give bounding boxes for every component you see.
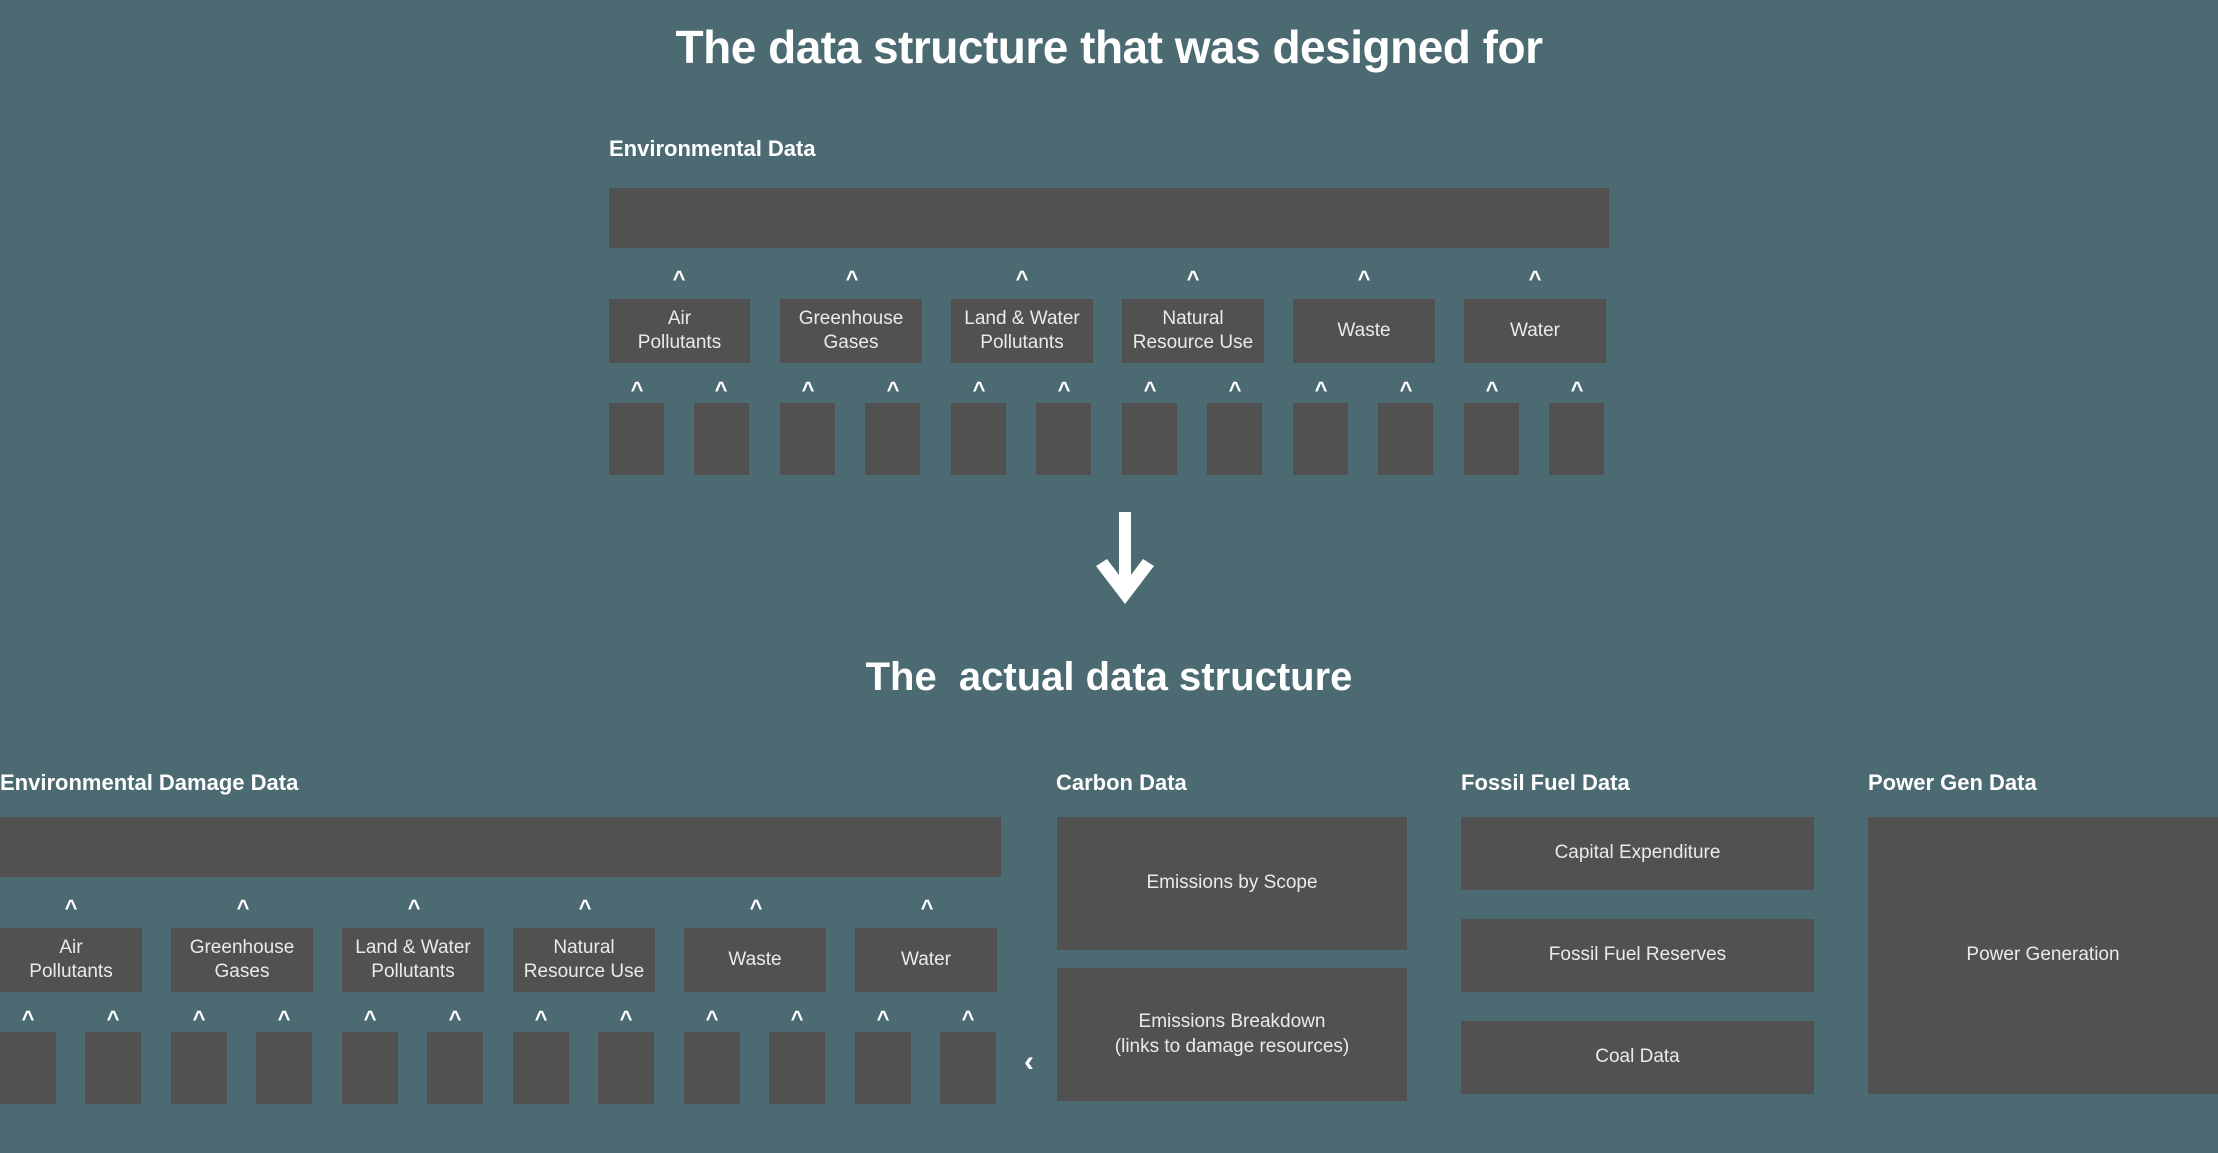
connector-up-icon: ^ bbox=[21, 1006, 35, 1031]
damage-leaf-node[interactable] bbox=[0, 1032, 56, 1104]
damage-leaf-node[interactable] bbox=[855, 1032, 911, 1104]
connector-up-icon: ^ bbox=[619, 1006, 633, 1031]
damage-leaf-node[interactable] bbox=[342, 1032, 398, 1104]
connector-up-icon: ^ bbox=[1570, 377, 1584, 402]
connector-up-icon: ^ bbox=[192, 1006, 206, 1031]
designed-leaf-node[interactable] bbox=[951, 403, 1006, 475]
designed-category-node[interactable]: Air Pollutants bbox=[609, 299, 750, 363]
connector-up-icon: ^ bbox=[534, 1006, 548, 1031]
connector-up-icon: ^ bbox=[1485, 377, 1499, 402]
damage-leaf-node[interactable] bbox=[684, 1032, 740, 1104]
scroll-left-icon[interactable]: ‹ bbox=[1024, 1045, 1034, 1078]
connector-up-icon: ^ bbox=[920, 895, 934, 920]
connector-up-icon: ^ bbox=[1143, 377, 1157, 402]
column-label-power-gen-data: Power Gen Data bbox=[1868, 770, 2037, 795]
connector-up-icon: ^ bbox=[749, 895, 763, 920]
connector-up-icon: ^ bbox=[790, 1006, 804, 1031]
damage-leaf-node[interactable] bbox=[171, 1032, 227, 1104]
connector-up-icon: ^ bbox=[630, 377, 644, 402]
connector-up-icon: ^ bbox=[1357, 266, 1371, 291]
connector-up-icon: ^ bbox=[1186, 266, 1200, 291]
column-label-fossil-fuel-data: Fossil Fuel Data bbox=[1461, 770, 1630, 795]
designed-leaf-node[interactable] bbox=[780, 403, 835, 475]
damage-category-node[interactable]: Air Pollutants bbox=[0, 928, 142, 992]
page-title: The data structure that was designed for bbox=[675, 21, 1543, 73]
designed-section-label: Environmental Data bbox=[609, 136, 816, 161]
connector-up-icon: ^ bbox=[363, 1006, 377, 1031]
connector-up-icon: ^ bbox=[1399, 377, 1413, 402]
designed-leaf-node[interactable] bbox=[1549, 403, 1604, 475]
connector-up-icon: ^ bbox=[961, 1006, 975, 1031]
connector-up-icon: ^ bbox=[714, 377, 728, 402]
connector-up-icon: ^ bbox=[1057, 377, 1071, 402]
connector-up-icon: ^ bbox=[672, 266, 686, 291]
carbon-item-node[interactable]: Emissions by Scope bbox=[1057, 817, 1407, 950]
damage-leaf-node[interactable] bbox=[427, 1032, 483, 1104]
damage-leaf-node[interactable] bbox=[598, 1032, 654, 1104]
designed-category-node[interactable]: Greenhouse Gases bbox=[780, 299, 922, 363]
connector-up-icon: ^ bbox=[876, 1006, 890, 1031]
damage-leaf-node[interactable] bbox=[513, 1032, 569, 1104]
connector-up-icon: ^ bbox=[705, 1006, 719, 1031]
damage-leaf-node[interactable] bbox=[256, 1032, 312, 1104]
damage-leaf-node[interactable] bbox=[940, 1032, 996, 1104]
designed-leaf-node[interactable] bbox=[1464, 403, 1519, 475]
carbon-item-node[interactable]: Emissions Breakdown (links to damage res… bbox=[1057, 968, 1407, 1101]
designed-leaf-node[interactable] bbox=[694, 403, 749, 475]
designed-leaf-node[interactable] bbox=[1036, 403, 1091, 475]
connector-up-icon: ^ bbox=[1314, 377, 1328, 402]
designed-category-node[interactable]: Land & Water Pollutants bbox=[951, 299, 1093, 363]
designed-category-node[interactable]: Water bbox=[1464, 299, 1606, 363]
connector-up-icon: ^ bbox=[845, 266, 859, 291]
connector-up-icon: ^ bbox=[578, 895, 592, 920]
designed-leaf-node[interactable] bbox=[609, 403, 664, 475]
damage-category-node[interactable]: Water bbox=[855, 928, 997, 992]
column-label-carbon-data: Carbon Data bbox=[1056, 770, 1187, 795]
column-label-environmental-damage-data: Environmental Damage Data bbox=[0, 770, 299, 795]
designed-leaf-node[interactable] bbox=[1122, 403, 1177, 475]
fossil-item-node[interactable]: Capital Expenditure bbox=[1461, 817, 1814, 890]
damage-root-node[interactable] bbox=[0, 817, 1001, 877]
connector-up-icon: ^ bbox=[1228, 377, 1242, 402]
connector-up-icon: ^ bbox=[277, 1006, 291, 1031]
section-subtitle: The actual data structure bbox=[865, 655, 1353, 699]
connector-up-icon: ^ bbox=[64, 895, 78, 920]
designed-leaf-node[interactable] bbox=[1293, 403, 1348, 475]
designed-leaf-node[interactable] bbox=[1378, 403, 1433, 475]
connector-up-icon: ^ bbox=[1015, 266, 1029, 291]
damage-leaf-node[interactable] bbox=[85, 1032, 141, 1104]
connector-up-icon: ^ bbox=[407, 895, 421, 920]
connector-up-icon: ^ bbox=[886, 377, 900, 402]
connector-up-icon: ^ bbox=[1528, 266, 1542, 291]
fossil-item-node[interactable]: Coal Data bbox=[1461, 1021, 1814, 1094]
designed-leaf-node[interactable] bbox=[865, 403, 920, 475]
designed-category-node[interactable]: Natural Resource Use bbox=[1122, 299, 1264, 363]
connector-up-icon: ^ bbox=[972, 377, 986, 402]
fossil-item-node[interactable]: Fossil Fuel Reserves bbox=[1461, 919, 1814, 992]
connector-up-icon: ^ bbox=[801, 377, 815, 402]
damage-category-node[interactable]: Land & Water Pollutants bbox=[342, 928, 484, 992]
power-gen-item-node[interactable]: Power Generation bbox=[1868, 817, 2218, 1094]
down-arrow-icon bbox=[1085, 512, 1165, 612]
designed-root-node[interactable] bbox=[609, 188, 1609, 248]
connector-up-icon: ^ bbox=[106, 1006, 120, 1031]
damage-category-node[interactable]: Greenhouse Gases bbox=[171, 928, 313, 992]
damage-category-node[interactable]: Natural Resource Use bbox=[513, 928, 655, 992]
connector-up-icon: ^ bbox=[448, 1006, 462, 1031]
designed-category-node[interactable]: Waste bbox=[1293, 299, 1435, 363]
connector-up-icon: ^ bbox=[236, 895, 250, 920]
damage-leaf-node[interactable] bbox=[769, 1032, 825, 1104]
damage-category-node[interactable]: Waste bbox=[684, 928, 826, 992]
designed-leaf-node[interactable] bbox=[1207, 403, 1262, 475]
